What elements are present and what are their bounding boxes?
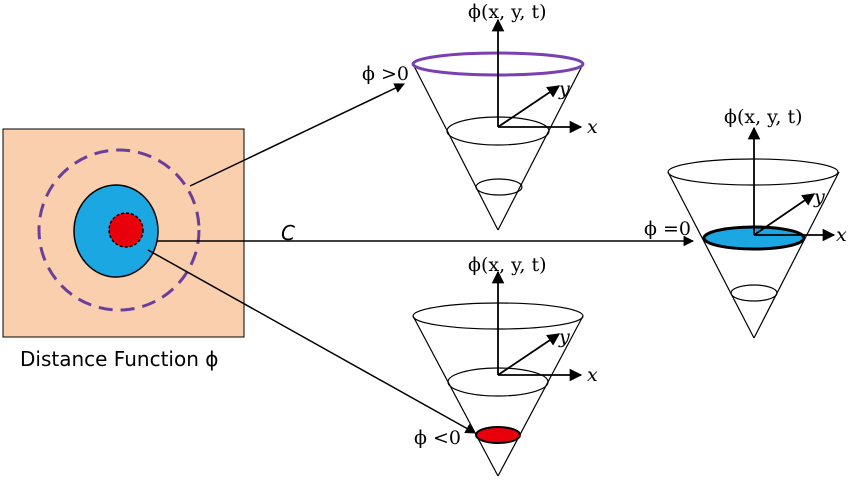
y-axis-label: y [558, 326, 570, 348]
connector-arrows: C [147, 83, 695, 434]
x-axis-label: x [587, 116, 598, 138]
y-axis [753, 193, 816, 236]
negative-level-contour [475, 426, 521, 444]
distance-function-panel: Distance Function ϕ [2, 128, 245, 371]
y-axis [497, 85, 561, 128]
cone-left-edge [667, 171, 755, 339]
level-label: ϕ >0 [362, 63, 409, 85]
cone-left-edge [412, 63, 499, 231]
cone-right-edge [753, 171, 840, 339]
level-label: ϕ =0 [644, 218, 691, 240]
center-region [108, 212, 144, 248]
cone-top-section [667, 158, 839, 186]
negative-level-cone: ϕ(x, y, t) x y ϕ <0 [412, 254, 598, 477]
outer-dashed-contour [37, 148, 201, 312]
y-axis-label: y [558, 78, 570, 100]
zero-level-cone: ϕ(x, y, t) x y ϕ =0 [644, 106, 847, 339]
y-axis [497, 333, 561, 376]
cone-right-edge [497, 315, 584, 477]
phi-axis-label: ϕ(x, y, t) [724, 106, 803, 128]
cone-low-section [475, 178, 523, 196]
cone-low-section [730, 284, 778, 302]
positive-level-cone: ϕ(x, y, t) x y ϕ >0 [362, 1, 598, 231]
phi-axis-label: ϕ(x, y, t) [468, 254, 547, 276]
phi-axis-label: ϕ(x, y, t) [468, 1, 547, 23]
panel-caption: Distance Function ϕ [20, 347, 218, 371]
arrow-to-positive-cone [189, 83, 405, 187]
curve-label: C [281, 221, 295, 245]
y-axis-label: y [813, 186, 825, 208]
arrow-to-negative-cone [147, 249, 476, 434]
x-axis-label: x [587, 364, 598, 386]
x-axis-label: x [836, 224, 847, 246]
cone-left-edge [412, 315, 499, 477]
cone-right-edge [497, 63, 584, 231]
level-label: ϕ <0 [414, 427, 461, 449]
